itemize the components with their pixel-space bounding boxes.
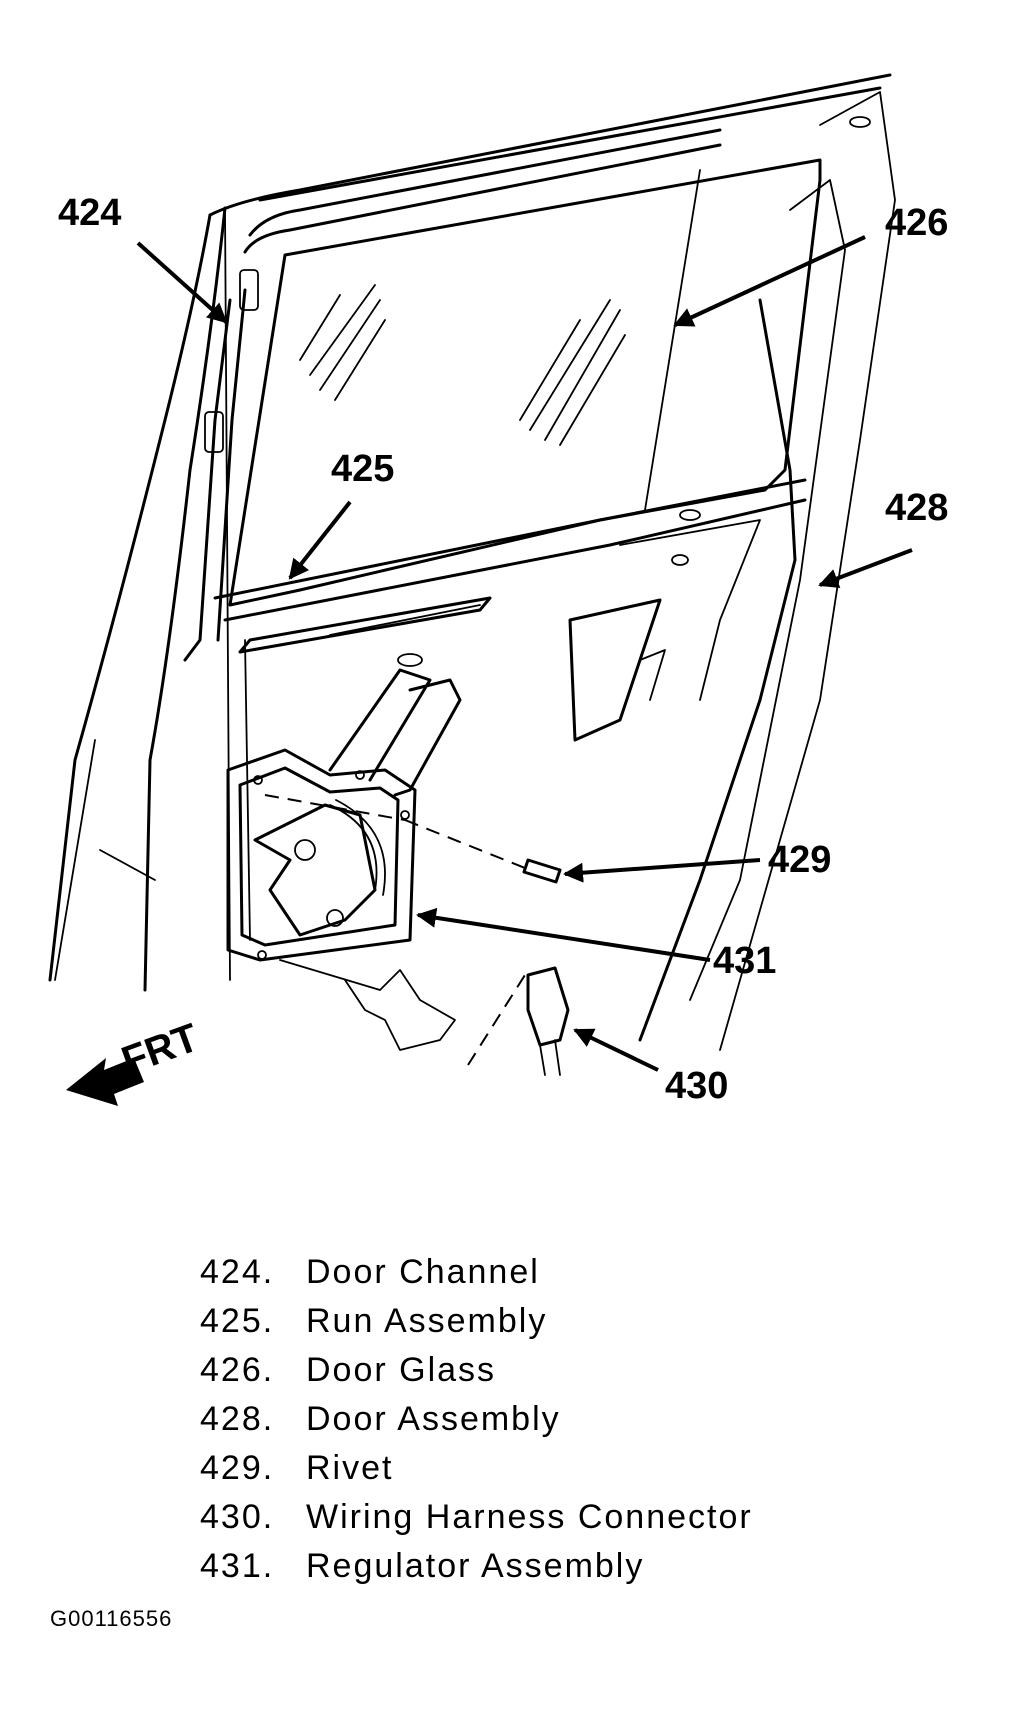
legend-number: 429. [200,1449,275,1487]
callout-431: 431 [713,940,776,982]
legend-item-430: 430. Wiring Harness Connector [200,1498,753,1547]
figure-id: G00116556 [50,1606,173,1631]
legend-label: Regulator Assembly [306,1547,645,1585]
regulator-assembly [226,653,462,1051]
legend-number: 431. [200,1547,275,1585]
callout-424: 424 [58,192,121,234]
legend-item-428: 428. Door Assembly [200,1400,753,1449]
legend-item-424: 424. Door Channel [200,1253,753,1302]
callout-429: 429 [768,839,831,881]
legend-label: Door Assembly [306,1400,561,1438]
rivet [264,794,562,884]
callout-425: 425 [331,448,394,490]
legend-number: 426. [200,1351,275,1389]
callout-428: 428 [885,487,948,529]
run-assembly [213,478,807,654]
wiring-harness-connector [467,966,570,1076]
front-label: FRT [116,1016,204,1084]
legend-label: Wiring Harness Connector [306,1498,753,1536]
legend-number: 424. [200,1253,275,1291]
callout-430: 430 [665,1065,728,1107]
legend-item-425: 425. Run Assembly [200,1302,753,1351]
door-channel [183,128,722,662]
legend-number: 430. [200,1498,275,1536]
callout-426: 426 [885,202,948,244]
inner-panel [568,116,871,742]
legend-label: Door Channel [306,1253,540,1291]
front-direction-arrow-icon [66,1058,144,1106]
legend-item-426: 426. Door Glass [200,1351,753,1400]
parts-legend: 424. Door Channel 425. Run Assembly 426. Do… [200,1253,753,1596]
leader-arrows [136,235,913,1072]
door-glass [228,158,822,607]
legend-number: 425. [200,1302,275,1340]
legend-label: Rivet [306,1449,394,1487]
legend-item-429: 429. Rivet [200,1449,753,1498]
legend-number: 428. [200,1400,275,1438]
legend-label: Run Assembly [306,1302,548,1340]
legend-item-431: 431. Regulator Assembly [200,1547,753,1596]
legend-label: Door Glass [306,1351,497,1389]
